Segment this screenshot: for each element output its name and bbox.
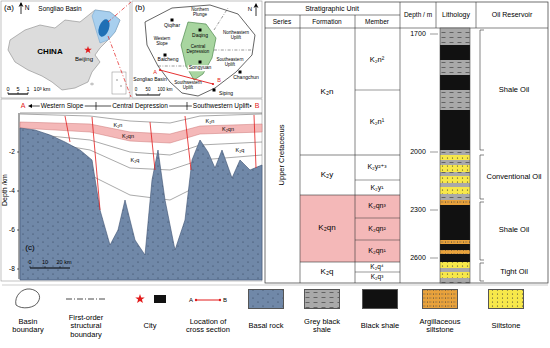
formation-code: K₂qn <box>221 126 235 132</box>
formation-cell: K₂qn <box>318 224 335 233</box>
member-cell: K₂n¹ <box>370 118 385 126</box>
member-cell: K₂qn³ <box>368 202 386 210</box>
scale-label: 10 <box>42 259 48 265</box>
table-header: Formation <box>312 18 341 25</box>
formation-code: K₂n <box>113 122 124 128</box>
table-header: Member <box>365 18 389 25</box>
legend-swatch <box>422 289 458 309</box>
legend-text: Argillaceous siltstone <box>414 318 466 335</box>
axis-title: Depth /km <box>1 174 9 206</box>
table-header: Oil Reservoir <box>492 11 532 19</box>
zone-name: Central Depression <box>111 102 169 109</box>
city-name: Beijing <box>75 56 93 63</box>
legend-text: Black shale <box>354 322 406 330</box>
member-cell: K₂n² <box>370 56 385 64</box>
unit-name: Northern Plunge <box>185 8 215 18</box>
formation-code: K₂q <box>130 157 141 163</box>
member-cell: K₂qn¹ <box>368 247 386 255</box>
section-end: A <box>21 102 26 110</box>
depth-value: 2000 <box>410 148 426 156</box>
unit-name: Northeastern Uplift <box>220 31 252 41</box>
legend-text: Grey black shale <box>296 318 348 335</box>
panel-letter: (a) <box>4 4 14 13</box>
scale-label: 0 <box>6 86 9 92</box>
unit-name: Western Slope <box>150 37 174 47</box>
scale-label: 0 <box>135 88 138 93</box>
zone-name: Western Slope <box>40 102 85 109</box>
legend-text: Basal rock <box>240 322 292 330</box>
section-end: B <box>217 77 221 83</box>
scale-label: 1 <box>26 86 29 92</box>
series-name: Upper Cretaceous <box>278 125 286 186</box>
region-name: Songliao Basin <box>37 5 82 12</box>
panel-letter: (c) <box>25 244 34 253</box>
legend-text: City <box>124 322 176 330</box>
city-name: Songyuan <box>188 65 213 71</box>
section-end: B <box>255 102 260 110</box>
north-label: N <box>248 6 252 13</box>
axis-tick: -4 <box>9 187 15 194</box>
legend-swatch <box>248 289 284 309</box>
table-header: Lithology <box>442 11 470 19</box>
formation-code: K₂q <box>235 147 246 153</box>
reservoir-type: Shale Oil <box>499 226 529 234</box>
legend-letter: B <box>223 297 227 304</box>
depth-value: 1700 <box>410 30 426 38</box>
member-cell: K₂y¹ <box>370 184 383 192</box>
reservoir-type: Tight Oil <box>500 268 528 276</box>
member-cell: K₂qn² <box>368 225 386 233</box>
table-header: Depth / m <box>403 11 433 18</box>
section-end: A <box>153 69 157 75</box>
city-name: Daqing <box>192 33 208 39</box>
depth-value: 2300 <box>410 206 426 214</box>
unit-name: Central Depression <box>184 45 212 55</box>
legend-swatch <box>362 289 398 309</box>
scale-label: 0 <box>28 259 31 265</box>
legend-text: Location of cross section <box>182 318 234 335</box>
city-name: Qiqihar <box>164 23 180 29</box>
scale-label: 100 km <box>158 88 173 93</box>
north-label: N <box>25 4 30 11</box>
reservoir-type: Shale Oil <box>499 86 529 94</box>
axis-tick: -2 <box>9 148 15 155</box>
formation-cell: K₂q <box>321 268 334 277</box>
formation-cell: K₂n <box>321 88 334 97</box>
formation-code: K₂qn <box>121 133 135 139</box>
zone-name: Southwestern Uplift <box>192 102 250 109</box>
reservoir-type: Conventional Oil <box>486 173 541 181</box>
panel-letter: (b) <box>135 4 145 13</box>
unit-name: Southwestern Uplift <box>172 81 204 91</box>
country-name: CHINA <box>37 48 62 57</box>
depth-value: 2600 <box>410 254 426 262</box>
formation-cell: K₂y <box>321 171 333 180</box>
axis-tick: -6 <box>9 226 15 233</box>
legend-letter: A <box>189 297 193 304</box>
axis-tick: -8 <box>9 265 15 272</box>
legend-text: Siltstone <box>480 322 532 330</box>
member-cell: K₂q⁴ <box>370 263 383 270</box>
city-name: Siping <box>219 91 233 97</box>
region-name: Songliao Basin <box>133 77 166 83</box>
city-name: Changchun <box>233 75 259 81</box>
legend-text: Basin boundary <box>2 318 54 335</box>
scale-label: 50 <box>145 88 150 93</box>
legend-swatch <box>488 289 524 309</box>
legend-text: First-order structural boundary <box>60 314 112 339</box>
legend-swatch <box>304 289 340 309</box>
member-cell: K₂q³ <box>371 273 384 280</box>
scale-label: 10³ km <box>34 86 51 92</box>
scale-label: 5 <box>16 86 19 92</box>
table-header: Stratigraphic Unit <box>305 5 359 13</box>
formation-code: K₂n <box>205 117 216 123</box>
scale-label: 20 km <box>57 259 72 265</box>
city-name: Baicheng <box>158 57 179 63</box>
unit-name: Southeastern Uplift <box>214 58 246 68</box>
member-cell: K₂y²⁺³ <box>367 163 386 171</box>
table-header: Series <box>273 18 291 25</box>
